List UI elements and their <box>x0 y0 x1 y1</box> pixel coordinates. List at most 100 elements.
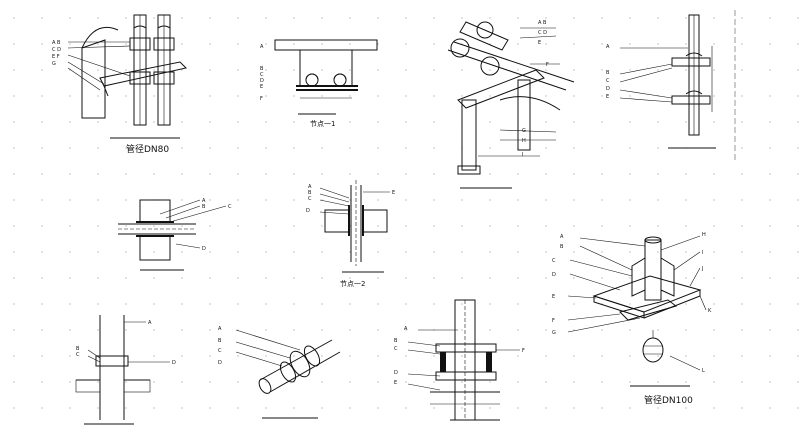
svg-text:B: B <box>394 338 398 344</box>
grid-dot <box>321 147 323 149</box>
grid-dot <box>209 69 211 71</box>
grid-dot <box>181 225 183 227</box>
grid-dot <box>713 121 715 123</box>
grid-dot <box>713 355 715 357</box>
grid-dot <box>517 277 519 279</box>
grid-dot <box>293 199 295 201</box>
svg-text:J: J <box>701 266 703 272</box>
grid-dot <box>377 225 379 227</box>
grid-dot <box>713 277 715 279</box>
grid-dot <box>629 355 631 357</box>
grid-dot <box>209 251 211 253</box>
grid-dot <box>153 95 155 97</box>
grid-dot <box>377 17 379 19</box>
grid-dot <box>13 251 15 253</box>
grid-dot <box>181 173 183 175</box>
grid-dot <box>97 251 99 253</box>
grid-dot <box>153 121 155 123</box>
svg-text:D: D <box>172 360 176 366</box>
grid-dot <box>405 121 407 123</box>
grid-dot <box>713 173 715 175</box>
grid-dot <box>433 121 435 123</box>
grid-dot <box>545 43 547 45</box>
grid-dot <box>181 147 183 149</box>
grid-dot <box>69 277 71 279</box>
grid-dot <box>629 251 631 253</box>
grid-dot <box>573 147 575 149</box>
grid-dot <box>237 277 239 279</box>
grid-dot <box>265 95 267 97</box>
detail-9-riser-sleeve: A B C D E F <box>394 299 525 421</box>
grid-dot <box>97 225 99 227</box>
grid-dot <box>433 173 435 175</box>
grid-dot <box>769 329 771 331</box>
grid-dot <box>685 43 687 45</box>
grid-dot <box>629 43 631 45</box>
grid-dot <box>153 69 155 71</box>
grid-dot <box>265 225 267 227</box>
grid-dot <box>545 251 547 253</box>
grid-dot <box>321 277 323 279</box>
grid-dot <box>461 329 463 331</box>
grid-dot <box>293 355 295 357</box>
svg-text:C: C <box>76 352 80 358</box>
grid-dot <box>41 69 43 71</box>
grid-dot <box>321 407 323 409</box>
grid-dot <box>601 43 603 45</box>
grid-dot <box>321 17 323 19</box>
grid-dot <box>181 381 183 383</box>
grid-dot <box>629 381 631 383</box>
grid-dot <box>489 251 491 253</box>
svg-text:E: E <box>552 294 555 300</box>
grid-dot <box>797 43 799 45</box>
grid-dot <box>349 329 351 331</box>
grid-dot <box>573 199 575 201</box>
svg-text:I: I <box>522 152 523 158</box>
grid-dot <box>741 355 743 357</box>
svg-text:C: C <box>260 72 264 78</box>
grid-dot <box>545 95 547 97</box>
grid-dot <box>125 121 127 123</box>
grid-dot <box>405 277 407 279</box>
grid-dot <box>433 277 435 279</box>
grid-dot <box>517 43 519 45</box>
grid-dot <box>433 69 435 71</box>
grid-dot <box>41 43 43 45</box>
grid-dot <box>97 69 99 71</box>
grid-dot <box>601 225 603 227</box>
grid-dot <box>433 225 435 227</box>
svg-text:C: C <box>218 348 222 354</box>
grid-dot <box>125 173 127 175</box>
grid-dot <box>69 43 71 45</box>
grid-dot <box>433 251 435 253</box>
grid-dot <box>293 407 295 409</box>
grid-dot <box>377 303 379 305</box>
grid-dots <box>13 17 799 409</box>
grid-dot <box>517 173 519 175</box>
grid-dot <box>69 355 71 357</box>
grid-dot <box>629 17 631 19</box>
grid-dot <box>713 251 715 253</box>
grid-dot <box>41 277 43 279</box>
grid-dot <box>461 95 463 97</box>
grid-dot <box>545 173 547 175</box>
grid-dot <box>237 17 239 19</box>
grid-dot <box>41 225 43 227</box>
grid-dot <box>69 329 71 331</box>
detail-8-pipe-coupling: A B C D <box>218 326 341 419</box>
grid-dot <box>97 121 99 123</box>
grid-dot <box>713 43 715 45</box>
grid-dot <box>545 147 547 149</box>
grid-dot <box>685 407 687 409</box>
svg-text:K: K <box>708 308 712 314</box>
grid-dot <box>713 17 715 19</box>
grid-dot <box>545 381 547 383</box>
grid-dot <box>797 381 799 383</box>
grid-dot <box>349 17 351 19</box>
grid-dot <box>601 277 603 279</box>
grid-dot <box>69 407 71 409</box>
svg-text:G: G <box>552 330 556 336</box>
grid-dot <box>181 303 183 305</box>
grid-dot <box>517 17 519 19</box>
grid-dot <box>405 17 407 19</box>
